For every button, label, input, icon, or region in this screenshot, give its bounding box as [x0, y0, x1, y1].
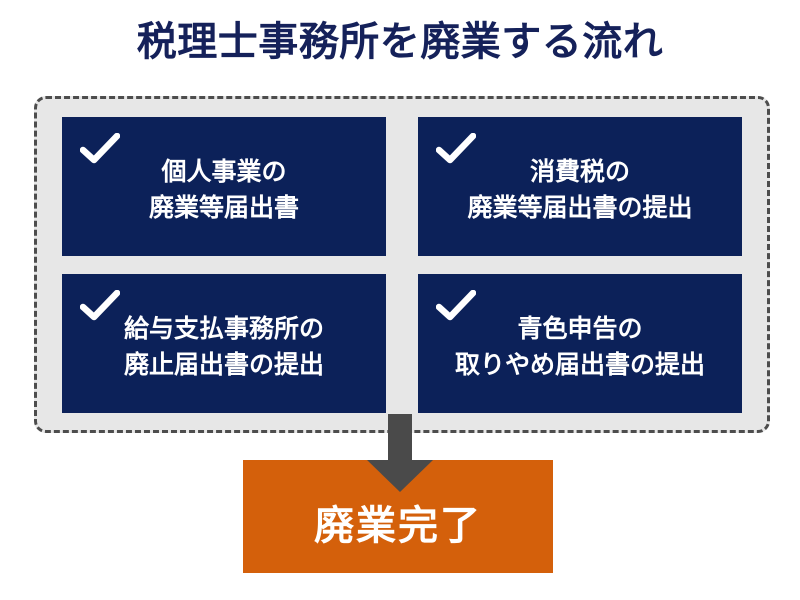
step-label-4: 青色申告の 取りやめ届出書の提出	[454, 315, 705, 379]
step-box-3[interactable]: 給与支払事務所の 廃止届出書の提出	[62, 274, 386, 413]
result-label: 廃業完了	[314, 503, 482, 548]
arrow-down-icon	[367, 414, 433, 492]
check-icon	[80, 133, 120, 167]
page-title: 税理士事務所を廃業する流れ	[136, 20, 664, 64]
step-label-2: 消費税の 廃業等届出書の提出	[467, 158, 693, 222]
step-box-2[interactable]: 消費税の 廃業等届出書の提出	[418, 117, 742, 256]
steps-grid: 個人事業の 廃業等届出書 消費税の 廃業等届出書の提出 給与支払事務所の 廃止届…	[62, 117, 742, 413]
result-box: 廃業完了	[243, 460, 553, 573]
check-icon	[80, 290, 120, 324]
step-box-4[interactable]: 青色申告の 取りやめ届出書の提出	[418, 274, 742, 413]
step-box-1[interactable]: 個人事業の 廃業等届出書	[62, 117, 386, 256]
step-label-1: 個人事業の 廃業等届出書	[148, 158, 299, 222]
step-label-3: 給与支払事務所の 廃止届出書の提出	[123, 315, 324, 379]
